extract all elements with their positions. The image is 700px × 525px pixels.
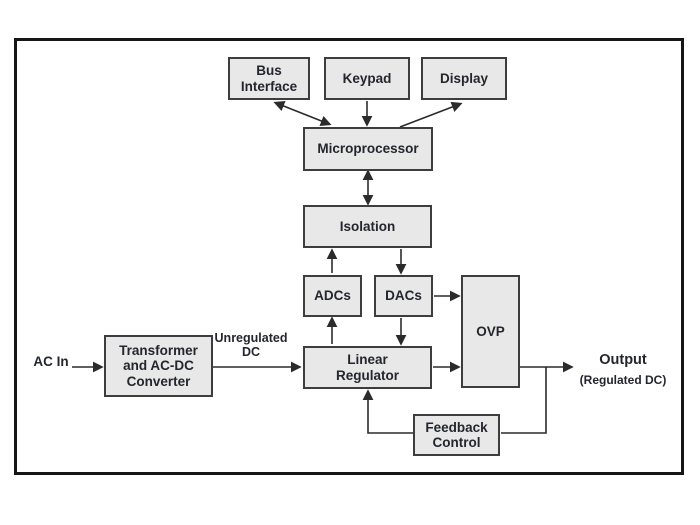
arrow-microprocessor-to-display — [399, 101, 463, 128]
block-isolation: Isolation — [303, 205, 432, 248]
block-transformer-ac-dc-converter-label: Transformer and AC-DC Converter — [119, 343, 198, 389]
block-transformer-ac-dc-converter: Transformer and AC-DC Converter — [104, 335, 213, 397]
label-output-regulated-dc: (Regulated DC) — [579, 373, 667, 387]
arrow-feedback-control-to-linear-regulator — [362, 389, 413, 434]
block-linear-regulator-label: Linear Regulator — [335, 352, 399, 383]
block-dacs: DACs — [374, 275, 433, 317]
block-ovp-label: OVP — [476, 323, 505, 339]
line-output-node-to-feedback-control — [501, 367, 547, 434]
block-keypad-label: Keypad — [342, 70, 392, 86]
block-display: Display — [421, 57, 507, 100]
arrow-bus-interface-microprocessor-bidirectional — [273, 100, 332, 127]
block-adcs-label: ADCs — [314, 288, 351, 304]
label-unregulated-dc: Unregulated DC — [214, 331, 288, 359]
label-output: Output — [599, 352, 647, 368]
block-microprocessor: Microprocessor — [303, 127, 433, 171]
block-linear-regulator: Linear Regulator — [303, 346, 432, 389]
block-display-label: Display — [439, 70, 489, 86]
block-dacs-label: DACs — [385, 288, 422, 304]
block-bus-interface: Bus Interface — [228, 57, 310, 100]
block-feedback-control: Feedback Control — [413, 414, 500, 456]
label-ac-in: AC In — [33, 354, 69, 369]
block-feedback-control-label: Feedback Control — [425, 419, 488, 450]
block-bus-interface-label: Bus Interface — [240, 63, 298, 94]
diagram-border-frame — [14, 38, 684, 475]
block-isolation-label: Isolation — [339, 218, 396, 234]
block-keypad: Keypad — [324, 57, 410, 100]
block-adcs: ADCs — [303, 275, 362, 317]
block-microprocessor-label: Microprocessor — [317, 141, 419, 157]
block-ovp: OVP — [461, 275, 520, 388]
